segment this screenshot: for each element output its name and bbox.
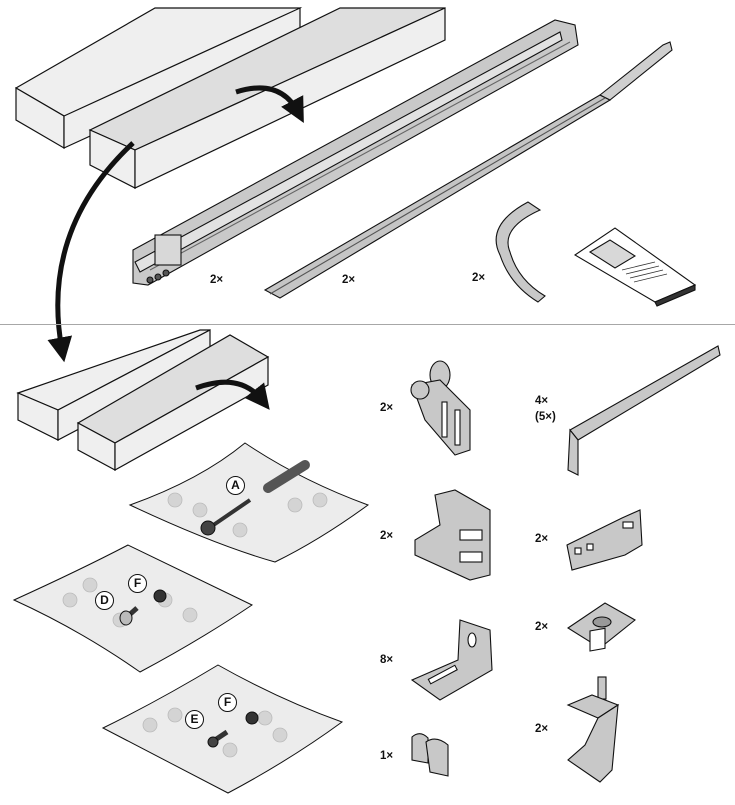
qty-clip-plate: 2×: [535, 621, 549, 633]
z-bracket-part: [566, 509, 643, 571]
qty-ceiling-hanger-alt: (5×): [535, 411, 556, 423]
label-f-1: F: [128, 574, 147, 593]
qty-door-bracket: 2×: [535, 723, 549, 735]
label-a: A: [226, 476, 245, 495]
qty-roller-bracket: 2×: [380, 402, 394, 414]
header-bracket-part: [414, 489, 491, 581]
label-f-2: F: [218, 693, 237, 712]
bag-e-f-shape: [101, 664, 344, 794]
qty-double-clip: 1×: [380, 750, 394, 762]
qty-header-bracket: 2×: [380, 530, 394, 542]
qty-track-rail: 2×: [342, 274, 356, 286]
arrow-to-rails: [235, 85, 304, 124]
angle-bracket-part: [410, 619, 493, 701]
qty-boom-rail: 2×: [210, 274, 224, 286]
arrow-to-bags: [195, 379, 270, 410]
boom-rail-part: [132, 19, 579, 286]
curved-track-part: [495, 201, 546, 303]
clip-plate-part: [566, 602, 636, 649]
arrow-to-short-box: [47, 141, 135, 363]
long-box-lid: [15, 7, 303, 150]
label-d: D: [95, 591, 114, 610]
qty-angle-bracket: 8×: [380, 654, 394, 666]
nut-f-1: [153, 589, 167, 603]
section-divider: [0, 324, 735, 325]
short-box-base: [76, 334, 270, 472]
bolt-e: [207, 729, 229, 748]
qty-curved-track: 2×: [472, 272, 486, 284]
nut-f-2: [245, 711, 259, 725]
door-bracket-part: [566, 627, 620, 783]
roller-bracket-part: [410, 360, 471, 456]
label-e: E: [185, 710, 204, 729]
manual-part: [573, 227, 697, 307]
bolt-d: [119, 606, 139, 626]
wall-plug-a: [263, 460, 310, 493]
screw-a: [200, 498, 252, 536]
double-clip-part: [411, 733, 449, 777]
ceiling-hanger-part: [567, 345, 721, 476]
track-rail-part: [263, 41, 673, 299]
qty-ceiling-hanger: 4×: [535, 395, 549, 407]
qty-z-bracket: 2×: [535, 533, 549, 545]
